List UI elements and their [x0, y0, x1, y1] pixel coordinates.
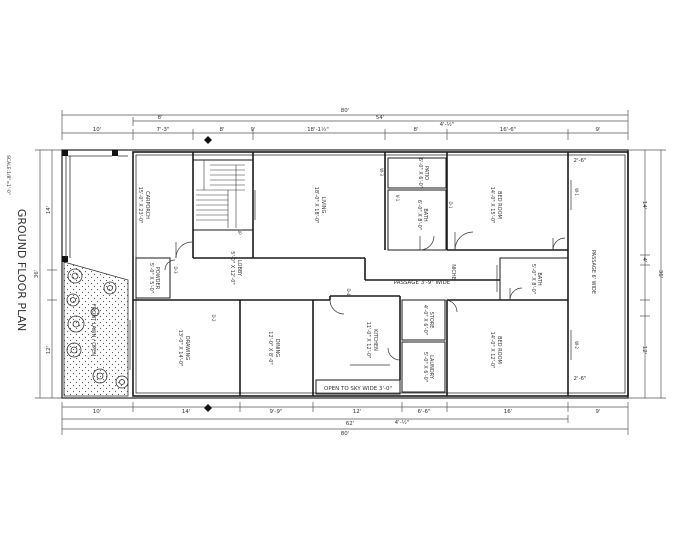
dim-top-8c: 8'	[413, 127, 418, 133]
tag-d3: D-3	[173, 266, 178, 274]
dim-left-36: 36'	[34, 270, 40, 279]
front-lawn	[63, 261, 129, 397]
room-sky: OPEN TO SKY WIDE 3'-0"	[324, 386, 392, 392]
dim-right-14: 14'	[641, 201, 647, 210]
dim-left-12: 12'	[46, 346, 52, 355]
room-bedroom1-size: 14'-0" X 15'-0"	[489, 187, 495, 224]
carporch-columns	[62, 150, 118, 262]
windows	[129, 180, 572, 370]
room-carporch-size: 15'-0" X 23'-0"	[137, 187, 143, 224]
room-powder: POWDER	[154, 267, 160, 290]
room-carporch: CARPORCH	[144, 191, 150, 219]
dim-top-9a: 9'	[250, 127, 255, 133]
dim-right-2-6a: 2'-6"	[573, 158, 586, 164]
plan-scale: SCALE:1/8"=1'-0"	[5, 155, 11, 195]
tag-d4: D-4	[346, 288, 351, 296]
room-niche: NICHE	[450, 264, 456, 280]
room-kitchen: KITCHEN	[372, 329, 378, 351]
room-passage-main: PASSAGE 3'-9" WIDE	[394, 280, 451, 286]
tag-d2: D-2	[211, 314, 216, 322]
dim-top-mid: 54'	[376, 115, 385, 121]
tag-w3: W-3	[379, 168, 384, 176]
dim-top-16-6: 16'-6"	[500, 127, 517, 133]
room-bath2: BATH	[536, 272, 542, 286]
dim-bottom-16: 16'	[504, 409, 513, 415]
dimension-lines	[35, 110, 666, 435]
room-store-size: 4'-0" X 6'-0"	[422, 305, 428, 335]
tag-w1: W-1	[574, 188, 579, 196]
dim-top-10: 10'	[93, 127, 102, 133]
dim-top-8b: 8'	[219, 127, 224, 133]
dim-top-8a: 8'	[157, 115, 162, 121]
tag-v1: V-1	[395, 195, 400, 202]
dim-bottom-9-9: 9'-9"	[269, 409, 282, 415]
house-walls	[132, 151, 629, 397]
room-patio: PATIO	[423, 166, 429, 180]
dim-bottom-62: 62'	[346, 421, 355, 427]
dim-top-18: 18'-1½"	[307, 126, 329, 133]
dim-bottom-14: 14'	[182, 409, 191, 415]
room-bedroom2: BED ROOM	[496, 336, 502, 364]
dim-right-4: 4'	[641, 257, 647, 262]
north-markers	[204, 136, 212, 412]
dim-top-overall: 80'	[341, 108, 350, 114]
dim-right-36: 36'	[657, 270, 663, 279]
dim-bottom-12: 12'	[353, 409, 362, 415]
room-bath1: BATH	[422, 208, 428, 222]
dim-right-2-6b: 2'-6"	[573, 376, 586, 382]
plan-title: GROUND FLOOR PLAN	[15, 209, 28, 331]
staircase	[196, 160, 245, 228]
room-store: STORE	[428, 312, 434, 329]
carporch-gate	[65, 155, 128, 258]
room-kitchen-size: 11'-0" X 12'-0"	[365, 322, 371, 359]
dim-bottom-9: 9'	[595, 409, 600, 415]
room-bath1-size: 6'-0" X 8'-0"	[416, 200, 422, 230]
room-lobby-size: 5'-0" X 12'-0"	[229, 251, 235, 284]
dim-top-7-3: 7'-3"	[156, 127, 169, 133]
doors	[164, 231, 566, 361]
room-living-size: 18'-0" X 18'-0"	[313, 187, 319, 224]
dim-right-12: 12'	[641, 346, 647, 355]
plot-outline	[61, 149, 629, 399]
tag-w2: W-2	[574, 341, 579, 349]
room-patio-size: 6'-0" X 6'-0"	[417, 158, 423, 188]
room-bath2-size: 5'-0" X 8'-0"	[530, 264, 536, 294]
tag-up: UP	[237, 229, 242, 235]
dim-bottom-4-half: 4'-½"	[395, 419, 410, 426]
room-passage-side: PASSAGE 6' WIDE	[590, 250, 596, 294]
room-laundry: LAUNDRY	[428, 355, 434, 380]
room-bedroom2-size: 14'-0" X 12'-0"	[489, 332, 495, 369]
room-powder-size: 5'-0" X 5'-0"	[148, 263, 154, 293]
dim-left-14: 14'	[46, 206, 52, 215]
room-front-lawn: FRONT LAWN / OPEN	[90, 304, 96, 356]
dim-top-9b: 9'	[595, 127, 600, 133]
dim-top-4-half: 4'-½"	[440, 121, 455, 128]
room-lobby: LOBBY	[236, 260, 242, 277]
room-living: LIVING	[320, 197, 326, 214]
room-laundry-size: 5'-0" X 6'-0"	[422, 352, 428, 382]
dim-bottom-10: 10'	[93, 409, 102, 415]
room-drawing-size: 13'-0" X 14'-0"	[177, 330, 183, 367]
room-dining: DINING	[274, 339, 280, 357]
dim-bottom-6-6: 6'-6"	[417, 409, 430, 415]
tag-d1: D-1	[448, 201, 453, 209]
room-dining-size: 12'-0" X 8'-0"	[267, 331, 273, 364]
room-bedroom1: BED ROOM	[496, 191, 502, 219]
dim-bottom-80: 80'	[341, 431, 350, 437]
room-drawing: DRAWING	[184, 336, 190, 360]
